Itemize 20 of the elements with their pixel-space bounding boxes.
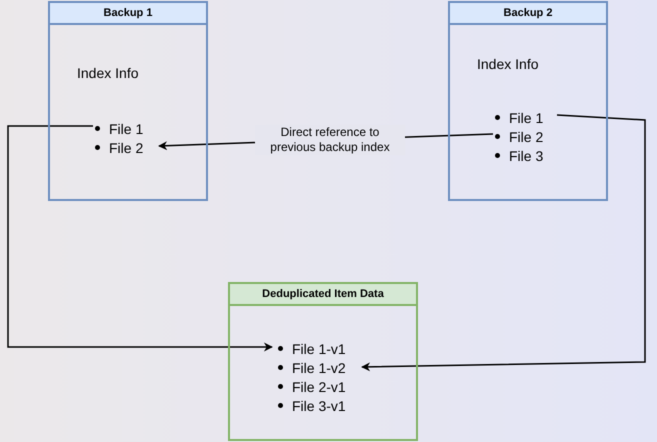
panel-box xyxy=(228,282,418,441)
list-item-text: File 2-v1 xyxy=(292,380,346,394)
list-item-text: File 1-v1 xyxy=(292,342,346,356)
list-item-text: File 2 xyxy=(509,130,544,144)
panel-text: Index Info xyxy=(77,64,138,83)
panel-header: Backup 2 xyxy=(450,3,606,25)
list-item-text: File 1-v2 xyxy=(292,360,346,374)
panel-box xyxy=(48,1,208,201)
edge-label: Direct reference to previous backup index xyxy=(255,125,405,155)
list-item-text: File 3-v1 xyxy=(292,398,346,412)
list-item-text: File 2 xyxy=(109,140,144,154)
arrow xyxy=(361,114,646,372)
panel-box xyxy=(448,1,608,201)
panel-text: Index Info xyxy=(477,55,538,74)
list-item-text: File 3 xyxy=(509,148,544,162)
list-item-text: File 1 xyxy=(109,122,144,136)
list-item-text: File 1 xyxy=(509,110,544,124)
panel-header: Backup 1 xyxy=(50,3,206,25)
arrow xyxy=(7,125,273,352)
panel-header: Deduplicated Item Data xyxy=(230,284,416,306)
